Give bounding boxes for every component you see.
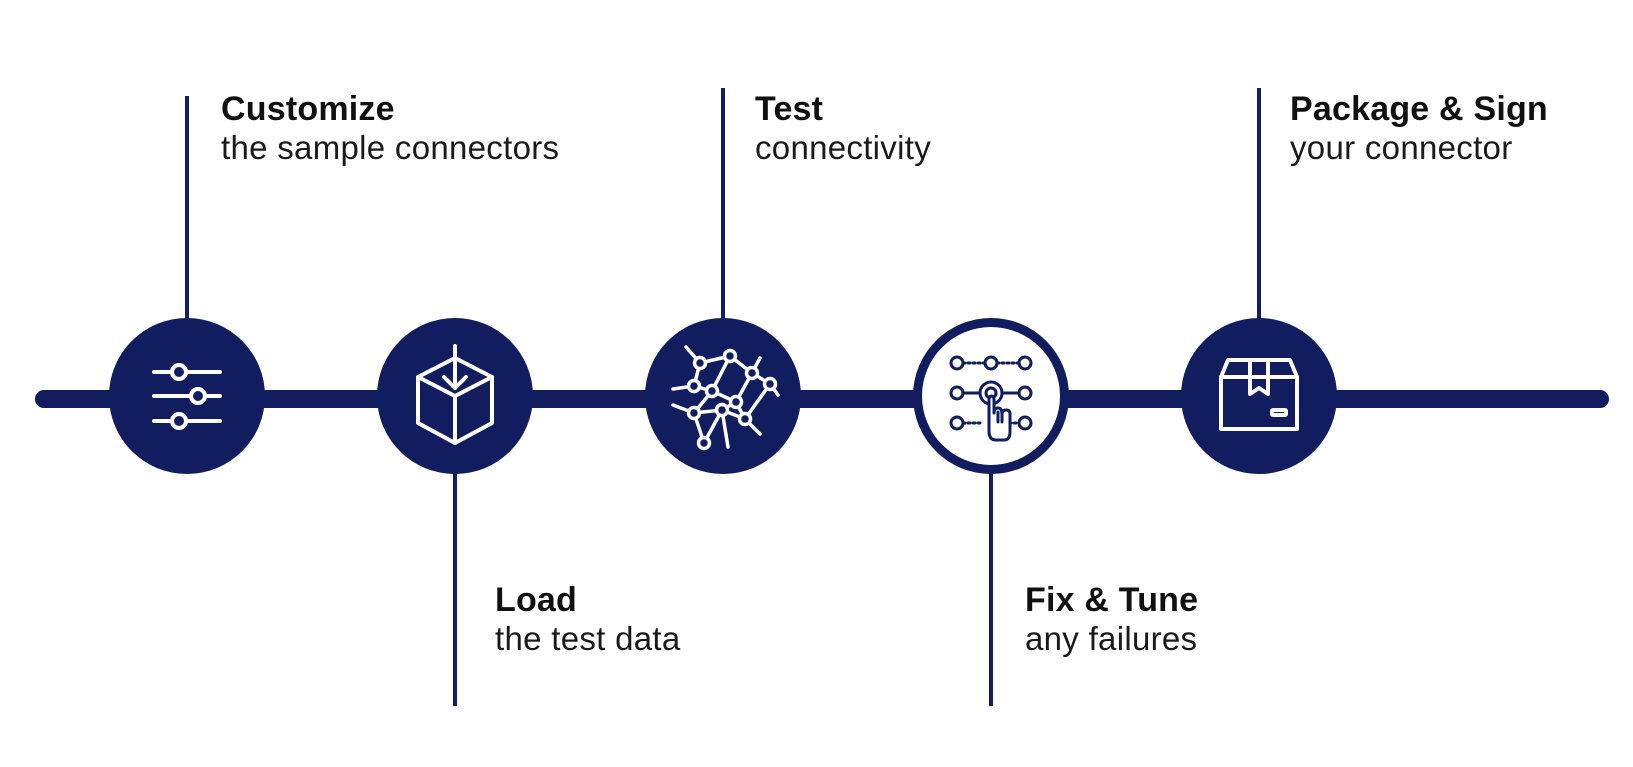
sliders-icon <box>152 363 222 430</box>
package-icon <box>1219 358 1299 431</box>
network-icon <box>671 345 780 451</box>
box-download-icon <box>416 344 494 445</box>
step-node-test <box>645 318 801 474</box>
step-title-fix: Fix & Tune <box>1025 581 1199 619</box>
step-subtitle-load: the test data <box>495 620 681 658</box>
node-grid-pointer-icon <box>949 355 1033 442</box>
step-title-test: Test <box>755 90 824 128</box>
step-node-package <box>1181 318 1337 474</box>
step-label-customize: Customize the sample connectors <box>221 89 559 168</box>
step-node-customize <box>109 318 265 474</box>
step-title-customize: Customize <box>221 90 395 128</box>
step-subtitle-package: your connector <box>1290 129 1513 167</box>
step-subtitle-customize: the sample connectors <box>221 129 560 167</box>
step-subtitle-fix: any failures <box>1025 620 1198 658</box>
step-title-package: Package & Sign <box>1290 90 1548 128</box>
step-node-fix <box>913 318 1069 474</box>
step-label-package: Package & Sign your connector <box>1290 89 1548 168</box>
step-label-load: Load the test data <box>495 580 681 659</box>
step-title-load: Load <box>495 581 578 619</box>
step-subtitle-test: connectivity <box>755 129 932 167</box>
step-label-test: Test connectivity <box>755 89 931 168</box>
step-label-fix: Fix & Tune any failures <box>1025 580 1198 659</box>
step-node-load <box>377 318 533 474</box>
